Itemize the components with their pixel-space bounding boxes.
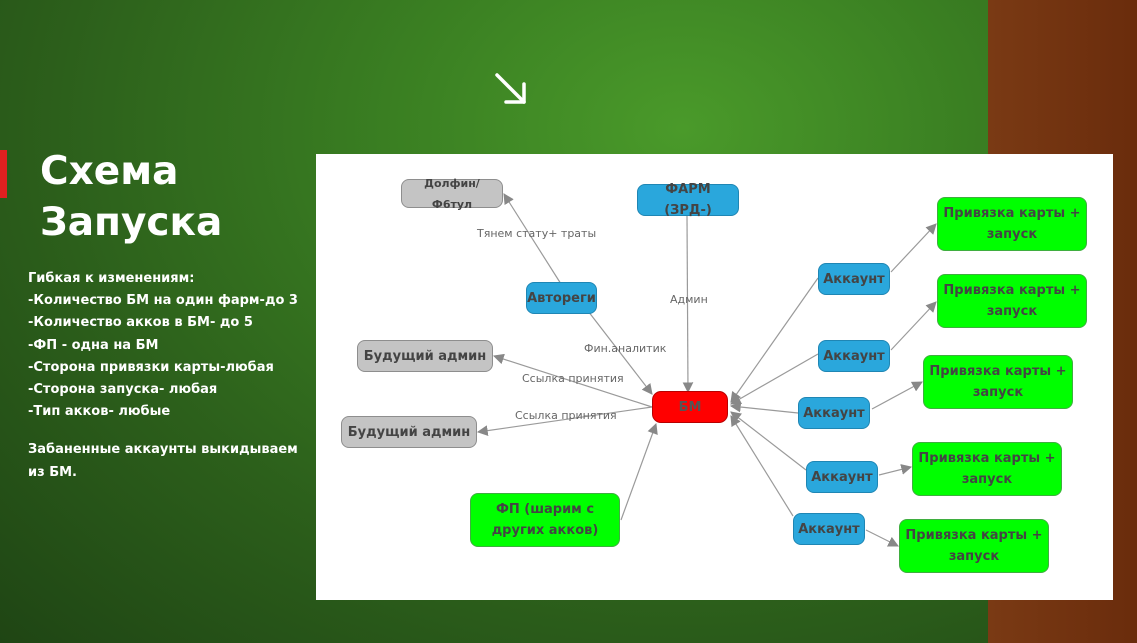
edge-bm-admin1: [492, 353, 653, 408]
notes-line: Гибкая к изменениям:: [28, 271, 195, 286]
node-card-launch-5: Привязка карты + запуск: [899, 519, 1049, 573]
edge-label-stats: Тянем стату+ траты: [477, 227, 597, 240]
edge-acc5-card5: [865, 529, 899, 547]
notes-line: -Сторона запуска- любая: [28, 382, 218, 398]
node-dolphin: Долфин/Ф6тул: [401, 177, 503, 211]
arrow-down-right-icon: [495, 73, 526, 104]
edge-label-admin: Админ: [670, 293, 708, 306]
notes-line: -Количество акков в БМ- до 5: [28, 315, 253, 331]
edge-acc3-card3: [871, 381, 923, 410]
title-line-2: Запуска: [40, 200, 223, 245]
node-card-launch-1: Привязка карты + запуск: [937, 197, 1087, 251]
title-line-1: Схема: [40, 149, 179, 194]
edge-acc5-bm: [730, 415, 794, 517]
node-account-2: Аккаунт: [818, 340, 890, 372]
node-autoreg: Автореги: [526, 282, 597, 314]
edge-acc1-card1: [890, 223, 937, 273]
edge-acc3-bm: [729, 401, 799, 414]
node-account-5: Аккаунт: [793, 513, 865, 545]
notes-line: -Сторона привязки карты-любая: [28, 359, 274, 375]
edge-farm-bm: [682, 215, 694, 394]
node-account-1: Аккаунт: [818, 263, 890, 295]
edge-acc4-card4: [878, 464, 913, 476]
edge-bm-admin2: [476, 406, 653, 436]
node-account-3: Аккаунт: [798, 397, 870, 429]
diagram-edges: [476, 193, 937, 547]
edge-label-invite-2: Ссылка принятия: [515, 409, 617, 422]
node-account-4: Аккаунт: [806, 461, 878, 493]
edge-fp-bm: [620, 422, 658, 521]
node-fp: ФП (шарим с других акков): [470, 493, 620, 547]
launch-scheme-diagram: Тянем стату+ траты Админ Фин.аналитик Сс…: [316, 154, 1113, 600]
node-card-launch-3: Привязка карты + запуск: [923, 355, 1073, 409]
edge-acc4-bm: [730, 411, 807, 471]
edge-acc1-bm: [730, 277, 819, 403]
node-card-launch-2: Привязка карты + запуск: [937, 274, 1087, 328]
edge-autoreg-dolphin: [503, 193, 562, 285]
edge-label-fin: Фин.аналитик: [584, 342, 667, 355]
notes-line: -Количество БМ на один фарм-до 3: [28, 293, 298, 309]
slide-title: Схема Запуска: [40, 146, 222, 248]
node-future-admin-1: Будущий админ: [357, 340, 493, 372]
edge-acc2-card2: [890, 301, 937, 351]
title-accent-bar: [0, 150, 7, 198]
node-future-admin-2: Будущий админ: [341, 416, 477, 448]
edge-label-invite-1: Ссылка принятия: [522, 372, 624, 385]
notes-footer-line: Забаненные аккаунты выкидываем: [28, 442, 298, 458]
edge-acc2-bm: [730, 353, 819, 405]
notes-footer-line: из БМ.: [28, 464, 77, 480]
notes-line: -Тип акков- любые: [28, 404, 171, 420]
node-card-launch-4: Привязка карты + запуск: [912, 442, 1062, 496]
notes-text: Гибкая к изменениям: -Количество БМ на о…: [28, 268, 318, 484]
node-bm: БМ: [652, 391, 728, 423]
node-farm: ФАРМ (ЗРД-): [637, 182, 739, 218]
edge-autoreg-bm: [577, 297, 653, 395]
notes-line: -ФП - одна на БМ: [28, 337, 159, 353]
